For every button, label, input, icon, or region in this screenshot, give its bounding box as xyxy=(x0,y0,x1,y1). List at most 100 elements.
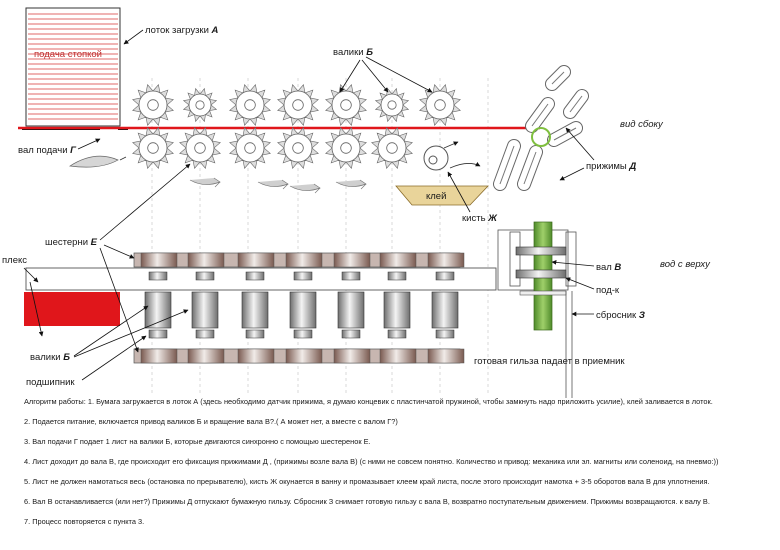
rollers-b-topview xyxy=(144,291,459,329)
bearing xyxy=(341,271,361,281)
rotation-arrows xyxy=(189,177,367,194)
clamp-slot xyxy=(523,151,537,185)
gear xyxy=(187,252,225,268)
roller-hub xyxy=(434,99,446,111)
rotation-arrow xyxy=(257,179,289,190)
roller xyxy=(277,127,319,169)
arrow-pod-k xyxy=(565,277,595,290)
roller-cylinder xyxy=(241,291,269,329)
gears-e-top xyxy=(133,252,465,268)
note-line: 3. Вал подачи Г подает 1 лист на валики … xyxy=(24,437,371,447)
machine-diagram: подача стопкой лоток загрузки А валики Б… xyxy=(2,7,711,398)
roller xyxy=(229,84,271,126)
bearing xyxy=(195,271,215,281)
note-line: 6. Вал В останавливается (или нет?) Приж… xyxy=(24,497,710,507)
clamp xyxy=(493,139,521,191)
gear xyxy=(333,348,371,364)
label-finished: готовая гильза падает в приемник xyxy=(474,356,625,367)
roller-hub xyxy=(386,142,398,154)
roller-hub xyxy=(194,142,206,154)
roller xyxy=(179,127,221,169)
brush-zh xyxy=(423,141,481,171)
gears-e-bottom xyxy=(133,348,465,364)
bearing xyxy=(387,329,407,339)
note-line: 5. Лист не должен намотаться весь (остан… xyxy=(24,477,710,487)
arrow-feed-shaft xyxy=(77,138,101,150)
bearing xyxy=(245,271,265,281)
arrow-clamps-2 xyxy=(559,167,585,181)
gear xyxy=(237,252,275,268)
glue-tray: клей xyxy=(395,185,489,206)
stack-feed-text: подача стопкой xyxy=(34,49,102,60)
clamp xyxy=(525,97,555,133)
arrow-clamps-1 xyxy=(565,127,595,161)
arrow-gears-2 xyxy=(99,163,191,241)
bearing xyxy=(435,271,455,281)
label-ejector: сбросник З xyxy=(596,310,645,321)
roller-cylinder xyxy=(191,291,219,329)
gear xyxy=(379,348,417,364)
clamp xyxy=(517,145,543,191)
roller xyxy=(182,87,218,123)
bearing xyxy=(195,329,215,339)
roller-hub xyxy=(195,100,205,110)
arrow-rollers-2 xyxy=(361,59,389,93)
label-feed-shaft: вал подачи Г xyxy=(18,145,77,156)
roller-hub xyxy=(147,99,159,111)
clamp xyxy=(563,89,589,119)
arrow-plex xyxy=(23,267,39,283)
note-line: 4. Лист доходит до вала В, где происходи… xyxy=(24,457,719,467)
bearing xyxy=(148,329,168,339)
arrow-shaft-v xyxy=(551,260,595,267)
label-gears: шестерни Е xyxy=(45,237,98,248)
roller xyxy=(374,87,410,123)
gear xyxy=(427,348,465,364)
clamps-d xyxy=(493,65,589,191)
gear xyxy=(187,348,225,364)
bearing xyxy=(293,329,313,339)
clamp-slot xyxy=(569,95,583,113)
roller xyxy=(325,127,367,169)
gear xyxy=(285,252,323,268)
bearing xyxy=(387,271,407,281)
rotation-arrow xyxy=(289,183,321,194)
roller-hub xyxy=(292,99,304,111)
note-line: 7. Процесс повторяется с пункта 3. xyxy=(24,517,145,527)
arrow-gears-1 xyxy=(103,244,135,259)
roller-cylinder xyxy=(289,291,317,329)
red-paper-block xyxy=(24,292,120,326)
label-rollers-top: валики Б xyxy=(333,47,373,58)
rollers-b-bottom xyxy=(132,127,413,169)
roller xyxy=(325,84,367,126)
arrow-brush xyxy=(447,171,471,213)
label-brush: кисть Ж xyxy=(462,213,498,224)
gear xyxy=(285,348,323,364)
clamp xyxy=(547,121,583,147)
gear xyxy=(427,252,465,268)
arrow-rollers-b-2 xyxy=(73,309,189,358)
roller xyxy=(132,84,174,126)
roller-cylinder xyxy=(383,291,411,329)
clamp-slot xyxy=(499,145,515,185)
paper-stack xyxy=(28,13,118,120)
roller-hub xyxy=(292,142,304,154)
roller-cylinder xyxy=(337,291,365,329)
label-top-view: вод с верху xyxy=(660,259,711,270)
roller-hub xyxy=(244,99,256,111)
clamp-slot xyxy=(553,127,577,141)
label-side-view: вид сбоку xyxy=(620,119,664,130)
guide-lines xyxy=(151,78,489,396)
label-clamps: прижимы Д xyxy=(586,161,636,172)
gear xyxy=(140,348,178,364)
roller-hub xyxy=(340,142,352,154)
label-glue: клей xyxy=(426,191,446,202)
label-load-tray: лоток загрузки А xyxy=(145,25,219,36)
ejector-bar xyxy=(519,290,567,296)
algorithm-notes: Алгоритм работы: 1. Бумага загружается в… xyxy=(24,397,774,538)
arrow-plex-2 xyxy=(29,281,44,337)
bearing xyxy=(148,271,168,281)
bearings xyxy=(148,271,455,339)
arrow-bearing xyxy=(81,335,147,381)
shaft-v-assembly xyxy=(497,221,577,398)
roller-hub xyxy=(244,142,256,154)
